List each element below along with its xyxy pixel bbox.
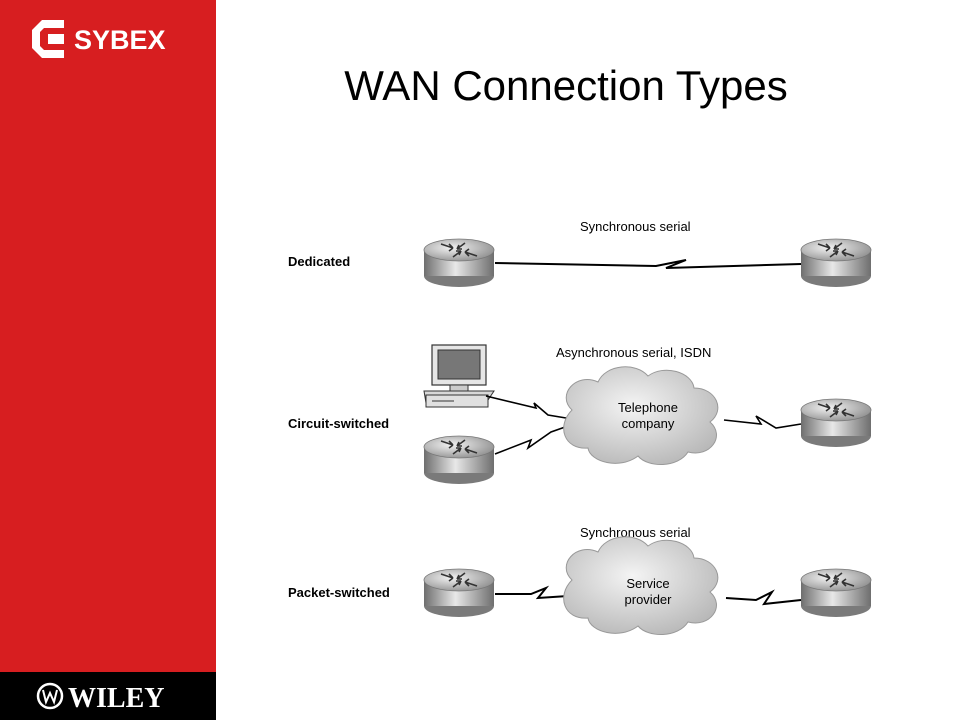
row-label-packet-switched: Packet-switched [288, 585, 390, 600]
cloud-label-line1: Service [626, 576, 669, 591]
router-icon [423, 435, 495, 485]
wiley-logo: WILEY [36, 682, 164, 712]
router-icon [423, 238, 495, 288]
router-icon [423, 568, 495, 618]
workstation-icon [423, 344, 495, 408]
cloud-label-line2: provider [625, 592, 673, 607]
cloud-label-line1: Telephone [618, 400, 678, 415]
sybex-logo-text: SYBEX [74, 25, 166, 55]
cloud-label-line2: company [622, 416, 675, 431]
left-sidebar [0, 0, 216, 720]
row-label-circuit-switched: Circuit-switched [288, 416, 389, 431]
serial-link [495, 585, 569, 600]
link-label-packet-switched: Synchronous serial [580, 525, 691, 540]
sybex-logo: SYBEX [32, 20, 166, 58]
row-label-dedicated: Dedicated [288, 254, 350, 269]
footer-logo-strip [0, 672, 216, 720]
router-icon [800, 398, 872, 448]
router-icon [800, 568, 872, 618]
serial-link [723, 415, 802, 429]
serial-link [725, 589, 802, 606]
serial-link [485, 395, 567, 419]
link-label-dedicated: Synchronous serial [580, 219, 691, 234]
router-icon [800, 238, 872, 288]
wiley-logo-text: WILEY [68, 683, 164, 712]
telephone-company-cloud: Telephone company [563, 366, 719, 466]
serial-link [494, 425, 569, 455]
link-label-circuit-switched: Asynchronous serial, ISDN [556, 345, 711, 360]
service-provider-cloud: Service provider [563, 536, 719, 636]
wan-diagram: Dedicated Synchronous serial Circuit-swi… [288, 219, 872, 636]
slide-title: WAN Connection Types [344, 62, 788, 109]
serial-link [494, 259, 802, 269]
